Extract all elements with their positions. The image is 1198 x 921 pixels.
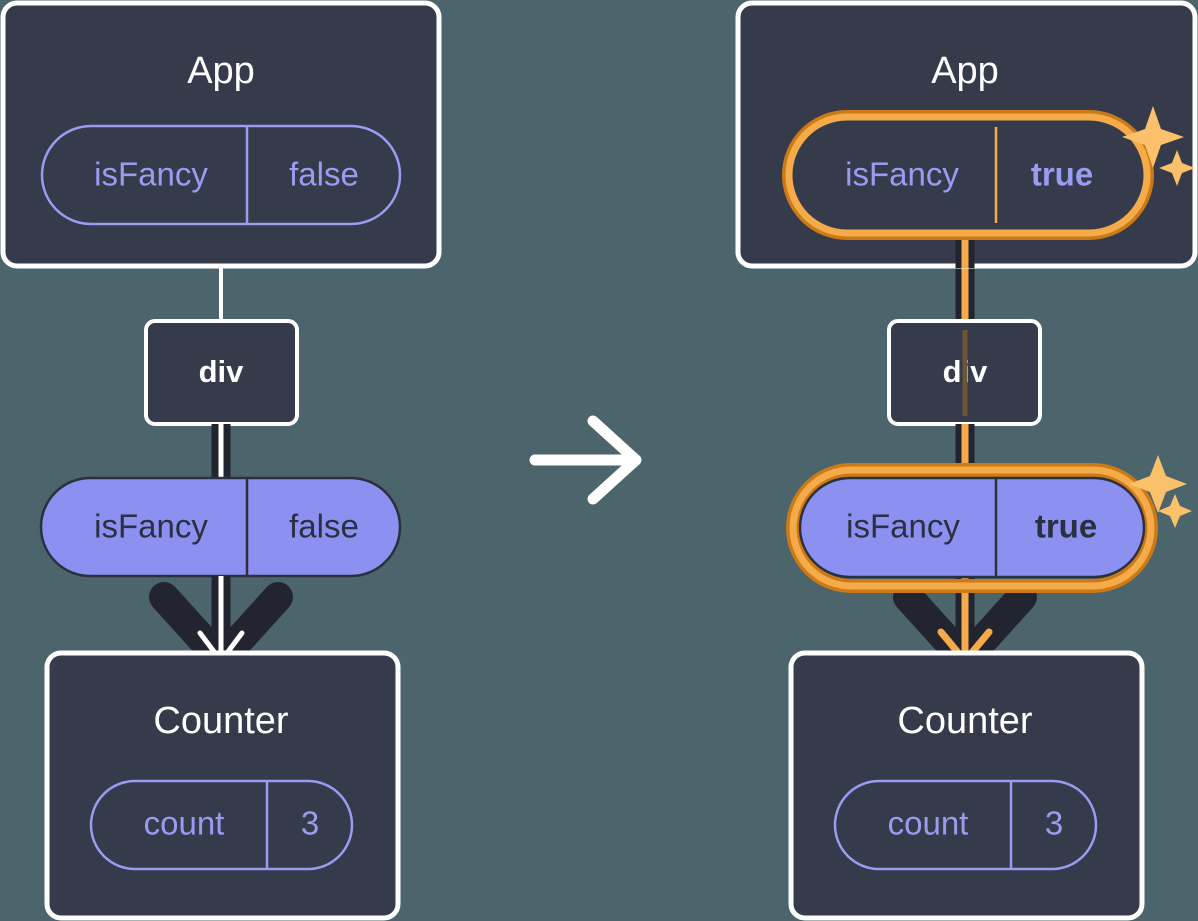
- counter-state-pill-name-before: count: [144, 805, 225, 842]
- sparkle-icon-prop-after: [1129, 455, 1192, 528]
- prop-pill-name-before: isFancy: [94, 508, 208, 545]
- app-state-pill-highlight-inner-after: [785, 113, 1151, 237]
- prop-pill-name-after: isFancy: [846, 508, 960, 545]
- prop-pill-value-after: true: [1035, 508, 1097, 545]
- app-title-after: App: [931, 50, 999, 92]
- app-state-pill-value-after: true: [1031, 156, 1093, 193]
- app-state-pill-name-before: isFancy: [94, 156, 208, 193]
- prop-pill-after: [798, 476, 1146, 579]
- sparkle-icon-app-after: [1122, 106, 1195, 186]
- counter-state-pill-name-after: count: [888, 805, 969, 842]
- app-state-pill-before: [40, 124, 402, 226]
- app-state-pill-name-after: isFancy: [845, 156, 959, 193]
- counter-state-pill-after: [833, 779, 1098, 871]
- counter-box-after: [788, 650, 1145, 921]
- prop-pill-value-before: false: [289, 508, 359, 545]
- prop-pill-highlight-inner-after: [789, 466, 1155, 590]
- counter-box-before: [44, 650, 401, 921]
- app-title-before: App: [187, 50, 255, 92]
- counter-title-after: Counter: [897, 700, 1033, 742]
- counter-state-pill-value-after: 3: [1045, 805, 1063, 842]
- counter-state-pill-before: [89, 779, 354, 871]
- arrow-right-icon: [529, 415, 642, 505]
- div-label-before: div: [199, 354, 245, 389]
- app-box-before: [0, 0, 442, 269]
- counter-state-pill-value-before: 3: [301, 805, 319, 842]
- counter-title-before: Counter: [153, 700, 289, 742]
- app-state-pill-value-before: false: [289, 156, 359, 193]
